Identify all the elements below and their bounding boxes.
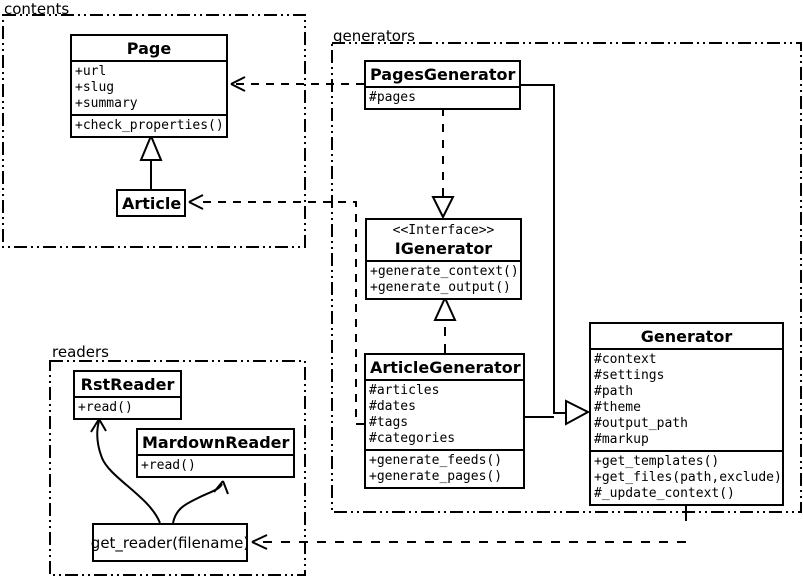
function-get-reader-box: get_reader(filename) — [90, 523, 250, 562]
attribute-row: +url — [75, 64, 107, 79]
generators-package-label: generators — [333, 27, 415, 45]
class-igenerator-methods: +generate_context() +generate_output() — [367, 260, 520, 298]
class-page-methods: +check_properties() — [72, 114, 226, 136]
class-article: Article — [116, 189, 186, 217]
dependency-generator-to-getreader — [251, 502, 687, 550]
method-row: #_update_context() — [594, 486, 735, 501]
class-generator-attributes: #context #settings #path #theme #output_… — [591, 348, 782, 450]
contents-package-label: contents — [4, 0, 70, 18]
class-rstreader-title: RstReader — [80, 375, 175, 394]
attribute-row: #context — [594, 352, 657, 367]
method-row: +generate_pages() — [369, 469, 503, 484]
class-generator-methods: +get_templates() +get_files(path,exclude… — [591, 450, 782, 504]
function-get-reader-label: get_reader(filename) — [90, 533, 250, 552]
attribute-row: #tags — [369, 415, 409, 430]
class-page-attributes: +url +slug +summary — [72, 60, 226, 114]
method-row: +read() — [78, 400, 133, 415]
method-row: +generate_output() — [370, 280, 511, 295]
realization-pagesgenerator-to-igenerator — [431, 108, 455, 220]
readers-package-label: readers — [52, 343, 109, 361]
class-rstreader: RstReader +read() — [73, 370, 182, 420]
attribute-row: #dates — [369, 399, 416, 414]
class-pagesgenerator-attributes: #pages — [366, 86, 519, 108]
attribute-row: +summary — [75, 96, 138, 111]
attribute-row: +slug — [75, 80, 115, 95]
readers-package-border — [49, 360, 306, 576]
class-articlegenerator-attributes: #articles #dates #tags #categories — [366, 379, 523, 449]
method-row: +read() — [141, 458, 196, 473]
inheritance-article-to-page — [139, 133, 163, 189]
class-rstreader-methods: +read() — [75, 396, 180, 418]
contents-package-border — [2, 14, 306, 248]
class-pagesgenerator: PagesGenerator #pages — [364, 60, 521, 110]
class-pagesgenerator-title: PagesGenerator — [370, 65, 516, 84]
method-row: +get_templates() — [594, 454, 720, 469]
class-mardownreader-methods: +read() — [138, 454, 293, 476]
class-articlegenerator-title: ArticleGenerator — [370, 358, 521, 377]
attribute-row: #path — [594, 384, 634, 399]
generators-package-border — [331, 42, 802, 513]
attribute-row: #articles — [369, 383, 440, 398]
realization-articlegenerator-to-igenerator — [433, 295, 457, 353]
class-generator: Generator #context #settings #path #them… — [589, 322, 784, 506]
method-row: +check_properties() — [75, 118, 224, 133]
attribute-row: #pages — [369, 90, 416, 105]
dependency-pagesgenerator-to-page — [230, 76, 364, 92]
method-row: +generate_feeds() — [369, 453, 503, 468]
class-mardownreader-title: MardownReader — [142, 433, 290, 452]
class-igenerator-stereotype: <<Interface>> — [392, 223, 495, 238]
class-article-title: Article — [122, 194, 182, 213]
call-getreader-to-mardownreader — [172, 480, 229, 524]
method-row: +generate_context() — [370, 264, 519, 279]
class-generator-title: Generator — [640, 327, 733, 346]
attribute-row: #settings — [594, 368, 665, 383]
class-igenerator-title: IGenerator — [394, 239, 493, 258]
class-articlegenerator: ArticleGenerator #articles #dates #tags … — [364, 353, 525, 489]
class-mardownreader: MardownReader +read() — [136, 428, 295, 478]
class-igenerator: <<Interface>> IGenerator +generate_conte… — [365, 218, 522, 300]
class-articlegenerator-methods: +generate_feeds() +generate_pages() — [366, 449, 523, 487]
attribute-row: #categories — [369, 431, 456, 446]
call-getreader-to-rstreader — [90, 418, 161, 524]
inheritance-generators-to-generator — [521, 84, 591, 426]
class-page-title: Page — [126, 39, 172, 58]
method-row: +get_files(path,exclude) — [594, 470, 782, 485]
attribute-row: #output_path — [594, 416, 688, 431]
class-page: Page +url +slug +summary +check_properti… — [70, 34, 228, 138]
attribute-row: #theme — [594, 400, 641, 415]
attribute-row: #markup — [594, 432, 649, 447]
dependency-articlegenerator-to-article — [188, 194, 364, 425]
